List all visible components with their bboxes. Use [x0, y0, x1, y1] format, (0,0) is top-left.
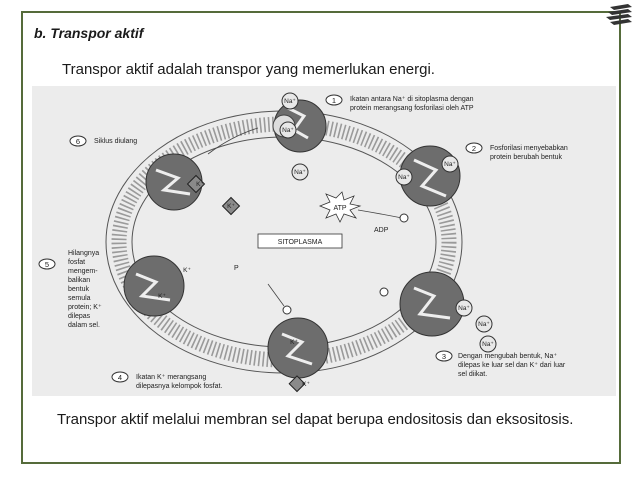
step-number: 3 [442, 352, 446, 361]
step-text: protein berubah bentuk [490, 154, 562, 161]
ion-label: K⁺ [227, 203, 235, 210]
step-text: fosfat [68, 259, 85, 266]
step-text: balikan [68, 277, 90, 284]
ion-label: K⁺ [290, 339, 298, 346]
step-text: Siklus diulang [94, 138, 137, 145]
sodium-ion-right-1: Na⁺ [396, 169, 412, 185]
step-6-annotation: 6 Siklus diulang [70, 136, 137, 146]
ion-label: Na⁺ [398, 174, 410, 181]
stacked-books-logo-icon [604, 3, 634, 27]
pump-protein-left [124, 256, 184, 316]
sodium-ion-out-3: Na⁺ [480, 336, 496, 352]
step-text: semula [68, 295, 91, 302]
ion-label: K⁺ [183, 267, 191, 274]
step-text: protein; K⁺ [68, 304, 102, 311]
section-heading: b. Transpor aktif [34, 25, 143, 41]
step-text: dalam sel. [68, 322, 100, 329]
ion-label: K⁺ [196, 181, 204, 188]
step-text: sel diikat. [458, 371, 487, 378]
step-number: 5 [45, 260, 49, 269]
ion-label: Na⁺ [282, 127, 294, 134]
potassium-ion-bottom-1: K⁺ [290, 339, 298, 346]
potassium-ion-left-4: K⁺ [158, 293, 166, 300]
ion-label: Na⁺ [294, 169, 306, 176]
active-transport-diagram: Na⁺ Na⁺ Na⁺ Na⁺ Na⁺ Na⁺ Na⁺ Na⁺ K⁺ K⁺ K⁺… [32, 86, 616, 396]
step-text: dilepas ke luar sel dan K⁺ dari luar [458, 362, 566, 369]
adp-label: ADP [374, 227, 389, 234]
step-number: 2 [472, 144, 476, 153]
step-text: Hilangnya [68, 250, 99, 257]
step-text: dilepasnya kelompok fosfat. [136, 383, 222, 390]
step-text: Fosforilasi menyebabkan [490, 145, 568, 152]
ion-label: Na⁺ [482, 341, 494, 348]
step-text: mengem- [68, 268, 98, 275]
intro-text: Transpor aktif adalah transpor yang meme… [62, 61, 435, 78]
phosphate-marker [400, 214, 408, 222]
phosphate-marker [380, 288, 388, 296]
sodium-ion-out-2: Na⁺ [476, 316, 492, 332]
sodium-ion-top-1: Na⁺ [282, 93, 298, 109]
step-text: Ikatan antara Na⁺ di sitoplasma dengan [350, 96, 474, 103]
sodium-ion-top-2: Na⁺ [280, 122, 296, 138]
step-text: Ikatan K⁺ merangsang [136, 374, 206, 381]
phosphate-marker [283, 306, 291, 314]
phosphate-label: P [234, 265, 239, 272]
atp-label: ATP [333, 205, 346, 212]
pump-protein-bottom [268, 318, 328, 378]
ion-label: K⁺ [302, 381, 310, 388]
sodium-ion-out-1: Na⁺ [456, 300, 472, 316]
pump-protein-bottom-right [400, 272, 464, 336]
step-number: 4 [118, 373, 122, 382]
sodium-ion-top-3: Na⁺ [292, 164, 308, 180]
cytoplasm-label: SITOPLASMA [278, 239, 323, 246]
ion-label: Na⁺ [284, 98, 296, 105]
ion-label: K⁺ [158, 293, 166, 300]
step-number: 6 [76, 137, 80, 146]
step-text: dilepas [68, 313, 91, 320]
ion-label: Na⁺ [458, 305, 470, 312]
ion-label: Na⁺ [444, 161, 456, 168]
potassium-ion-left-3: K⁺ [183, 267, 191, 274]
sodium-ion-right-2: Na⁺ [442, 156, 458, 172]
step-text: Dengan mengubah bentuk, Na⁺ [458, 353, 557, 360]
caption-text: Transpor aktif melalui membran sel dapat… [57, 409, 597, 431]
step-text: bentuk [68, 286, 90, 293]
step-text: protein merangsang fosforilasi oleh ATP [350, 105, 474, 112]
ion-label: Na⁺ [478, 321, 490, 328]
step-number: 1 [332, 96, 336, 105]
